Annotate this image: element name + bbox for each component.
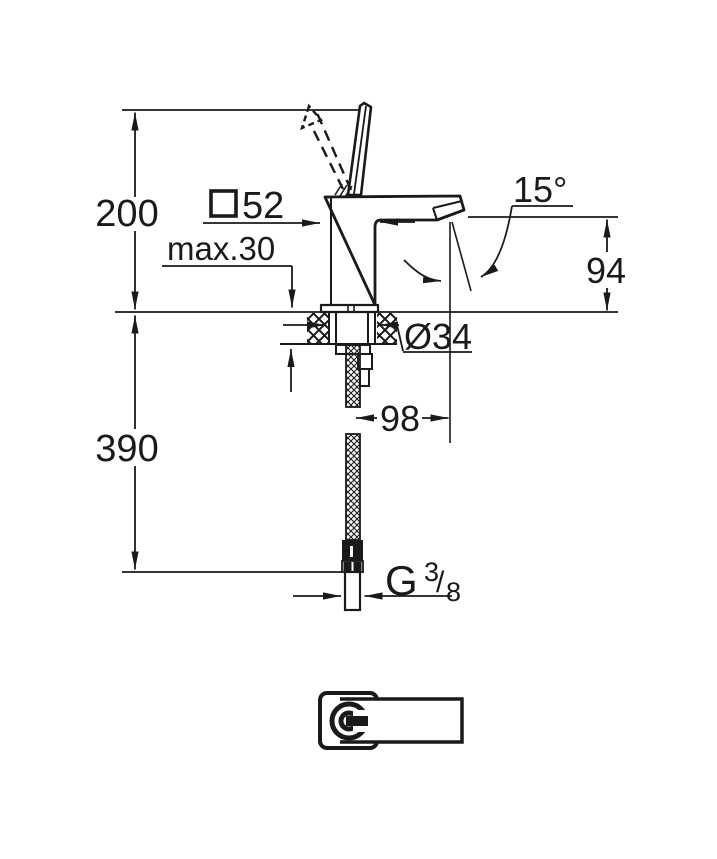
hose-nut-flat-right	[353, 562, 362, 571]
base-plate	[319, 303, 380, 314]
dim-label-200: 200	[95, 193, 158, 235]
handle-inner-line	[353, 105, 367, 195]
braided-hose-lower	[345, 433, 361, 541]
aerator-face-line	[432, 200, 463, 209]
handle-dashed-line	[315, 112, 353, 191]
countertop-section	[280, 313, 397, 345]
threaded-rod-lower	[359, 368, 370, 387]
aerator-edge-line	[432, 207, 438, 221]
dim-label-94: 94	[586, 250, 626, 291]
dim-thread: G 3 / 8	[293, 557, 461, 607]
dim-spout-projection: 98	[356, 398, 449, 439]
hose-nut-flat-left	[343, 562, 352, 571]
faucet-body	[319, 194, 466, 314]
braided-hose-upper	[345, 344, 361, 408]
grohe-logo	[318, 691, 464, 750]
logo-g-bar	[346, 716, 368, 726]
thread-label-numerator: 3	[424, 557, 439, 587]
logo-banner-rect	[340, 697, 464, 744]
thread-label-denominator: 8	[446, 577, 461, 607]
dim-body-square: 52	[203, 185, 415, 227]
square-symbol	[209, 189, 238, 218]
lever-handle-alt-position	[300, 103, 353, 198]
handle-motion-arrowhead	[300, 103, 323, 131]
dim-outlet-height: 94	[468, 216, 626, 311]
countertop-hatch-right	[377, 313, 397, 344]
body-and-spout-outline	[323, 194, 466, 307]
dim-label-390: 390	[95, 428, 158, 470]
handle-pivot-ticks	[334, 183, 353, 198]
dim-spout-angle: 15°	[403, 169, 573, 443]
angle-direction-arrow	[403, 259, 442, 284]
supply-hose	[341, 344, 364, 612]
dim-label-max30: max.30	[167, 230, 275, 267]
dim-label-52: 52	[242, 185, 284, 227]
dim-hose-length: 390	[95, 315, 159, 570]
dim-label-o34: Ø34	[404, 316, 472, 357]
dim-label-15deg: 15°	[513, 169, 567, 210]
dim-label-98: 98	[380, 398, 420, 439]
thread-label-slash: /	[436, 566, 445, 599]
lever-handle	[346, 101, 373, 197]
handle-dashed-line	[309, 124, 345, 190]
countertop-hatch-left	[307, 313, 328, 344]
thread-label-g: G	[385, 557, 418, 604]
dim-hole-diameter: Ø34	[283, 316, 472, 357]
dim-deck-thickness: max.30	[162, 230, 296, 392]
spout-axis-line	[451, 221, 472, 292]
thread-connector-tube	[343, 570, 362, 612]
hose-crimp-slit	[350, 546, 353, 557]
dim-overall-height: 200	[95, 112, 159, 310]
